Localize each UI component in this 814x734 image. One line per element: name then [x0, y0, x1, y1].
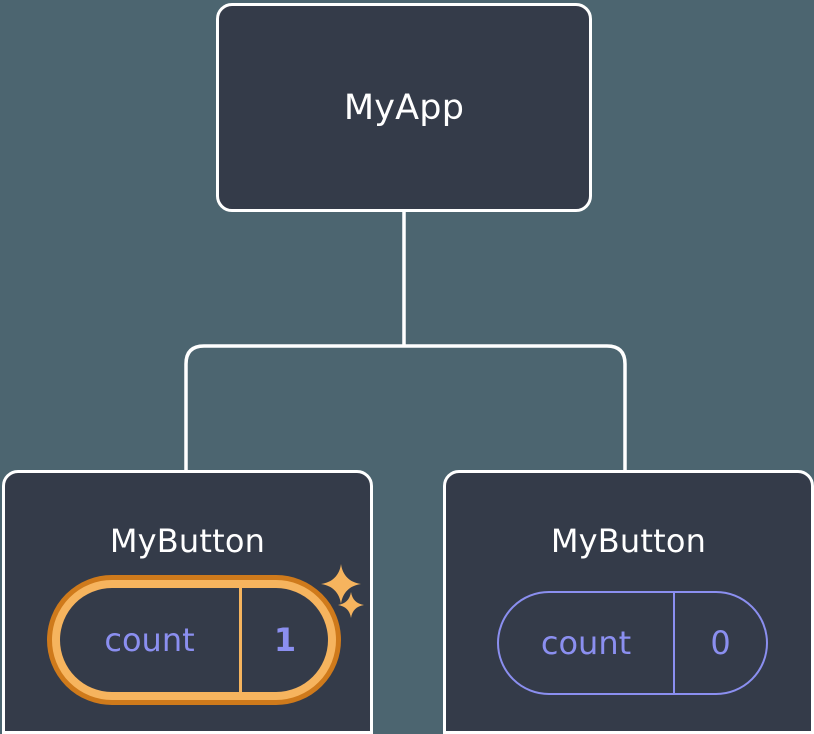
- state-pill-plain[interactable]: count 0: [497, 591, 768, 695]
- node-mybutton-left[interactable]: MyButton count 1: [2, 470, 373, 734]
- state-key-label: count: [104, 621, 195, 659]
- node-myapp-label: MyApp: [343, 88, 465, 128]
- state-value-label: 0: [710, 624, 731, 662]
- node-mybutton-right-label: MyButton: [550, 522, 707, 560]
- connector-branch: [184, 344, 627, 470]
- node-mybutton-right[interactable]: MyButton count 0: [443, 470, 814, 734]
- state-pill-highlighted[interactable]: count 1: [47, 575, 341, 705]
- state-pill-inner: count 1: [60, 588, 328, 692]
- state-key-label: count: [540, 624, 632, 662]
- state-pill-divider: [239, 588, 242, 692]
- node-myapp[interactable]: MyApp: [216, 3, 592, 212]
- state-pill-divider: [673, 593, 675, 693]
- state-value-label: 1: [273, 621, 297, 659]
- node-mybutton-left-label: MyButton: [109, 522, 266, 560]
